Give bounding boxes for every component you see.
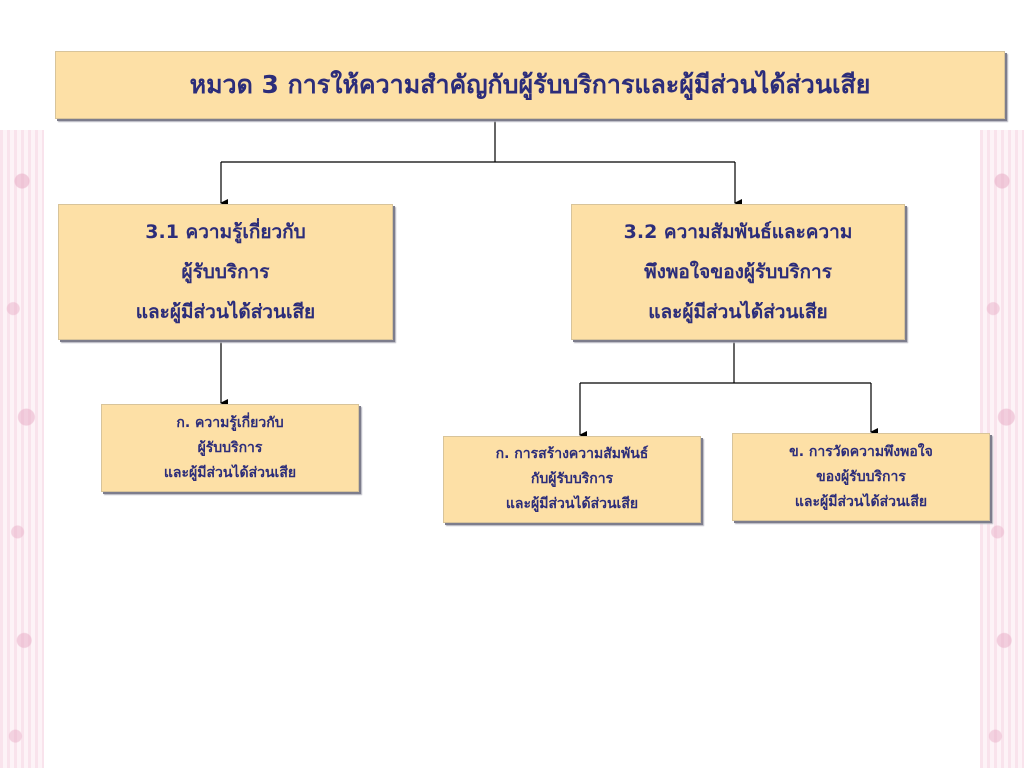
title-text: หมวด 3 การให้ความสำคัญกับผู้รับบริการและ… bbox=[189, 70, 871, 99]
node-3-2-line-2: พึงพอใจของผู้รับบริการ bbox=[644, 261, 832, 283]
node-3-2-a-line-1: ก. การสร้างความสัมพันธ์ bbox=[495, 446, 649, 462]
node-3-1-customer-knowledge: 3.1 ความรู้เกี่ยวกับ ผู้รับบริการ และผู้… bbox=[58, 204, 393, 340]
node-3-1-a-line-1: ก. ความรู้เกี่ยวกับ bbox=[176, 414, 284, 431]
node-3-1-a: ก. ความรู้เกี่ยวกับ ผู้รับบริการ และผู้ม… bbox=[101, 404, 359, 492]
node-3-2-b-line-1: ข. การวัดความพึงพอใจ bbox=[789, 443, 933, 460]
node-3-1-line-1: 3.1 ความรู้เกี่ยวกับ bbox=[145, 221, 306, 243]
node-3-2-a: ก. การสร้างความสัมพันธ์ กับผู้รับบริการ … bbox=[443, 436, 701, 523]
node-3-2-a-line-3: และผู้มีส่วนได้ส่วนเสีย bbox=[505, 496, 639, 512]
node-3-2-line-1: 3.2 ความสัมพันธ์และความ bbox=[623, 221, 853, 243]
node-3-2-line-3: และผู้มีส่วนได้ส่วนเสีย bbox=[648, 301, 828, 323]
node-3-1-line-2: ผู้รับบริการ bbox=[181, 261, 270, 283]
node-3-1-a-line-2: ผู้รับบริการ bbox=[197, 439, 263, 456]
node-3-2-b-line-3: และผู้มีส่วนได้ส่วนเสีย bbox=[794, 493, 928, 510]
title-node: หมวด 3 การให้ความสำคัญกับผู้รับบริการและ… bbox=[55, 51, 1005, 119]
node-3-2-a-line-2: กับผู้รับบริการ bbox=[530, 471, 614, 487]
node-3-1-a-line-3: และผู้มีส่วนได้ส่วนเสีย bbox=[163, 464, 297, 481]
left-floral-border bbox=[0, 130, 44, 768]
node-3-2-relationship-satisfaction: 3.2 ความสัมพันธ์และความ พึงพอใจของผู้รับ… bbox=[571, 204, 905, 340]
node-3-2-b: ข. การวัดความพึงพอใจ ของผู้รับบริการ และ… bbox=[732, 433, 990, 521]
node-3-2-b-line-2: ของผู้รับบริการ bbox=[816, 468, 906, 485]
node-3-1-line-3: และผู้มีส่วนได้ส่วนเสีย bbox=[135, 301, 316, 323]
